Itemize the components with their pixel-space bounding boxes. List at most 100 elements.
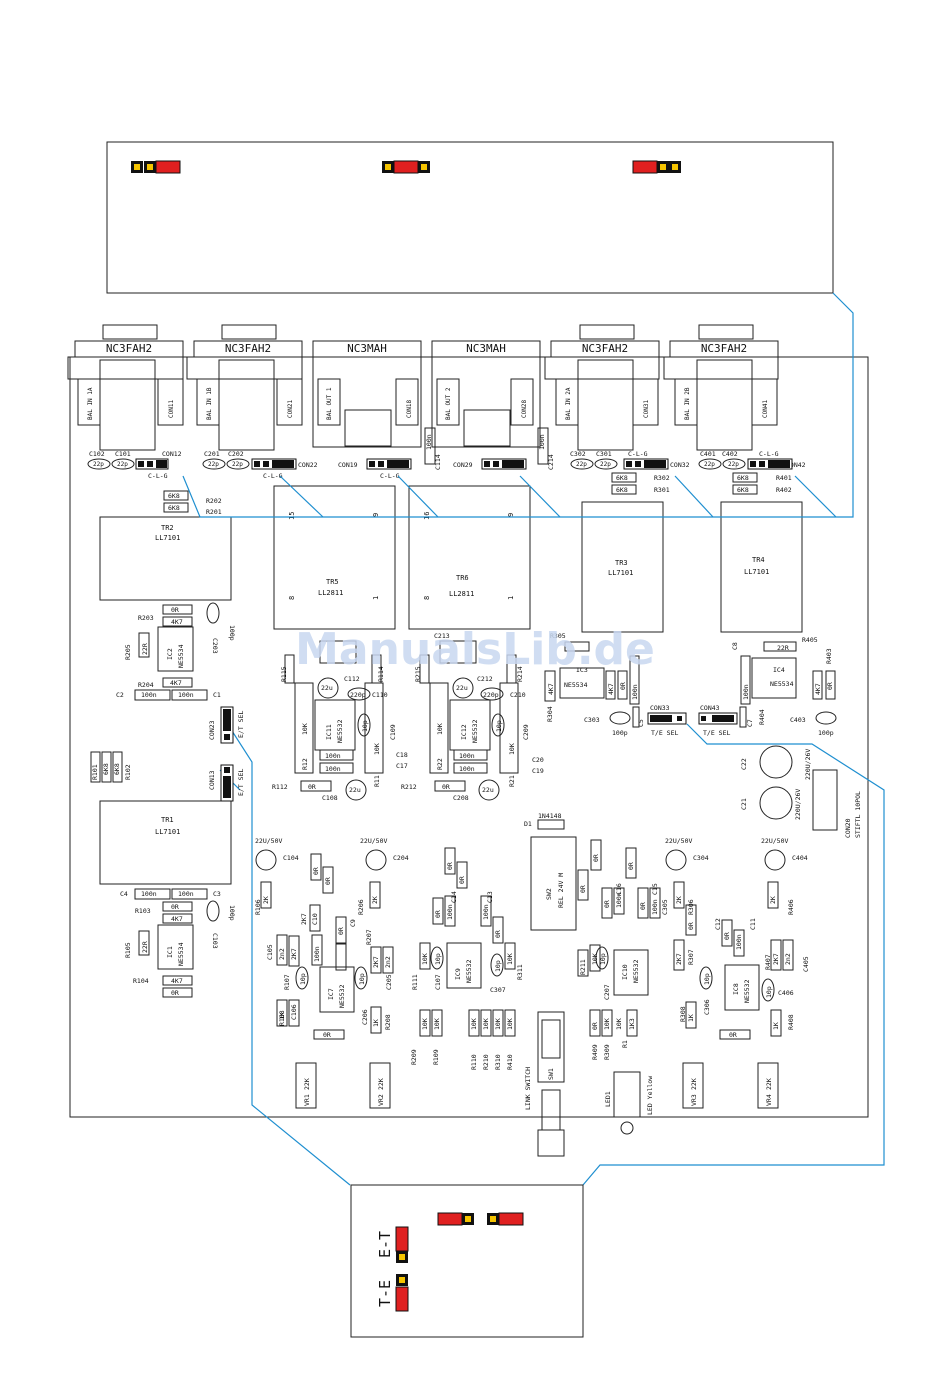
svg-text:6K8: 6K8	[616, 486, 628, 494]
svg-text:2n2: 2n2	[278, 948, 286, 960]
resistors-6k8	[163, 472, 758, 513]
svg-text:C7: C7	[746, 719, 754, 727]
svg-text:C110: C110	[372, 691, 388, 699]
svg-text:LED1: LED1	[604, 1091, 612, 1107]
svg-text:TR5: TR5	[326, 578, 339, 586]
svg-text:CON33: CON33	[650, 704, 670, 712]
svg-text:TR6: TR6	[456, 574, 469, 582]
svg-text:R203: R203	[138, 614, 154, 622]
svg-text:100n: 100n	[425, 434, 433, 450]
svg-text:C403: C403	[790, 716, 806, 724]
svg-text:NE5532: NE5532	[632, 959, 640, 983]
svg-text:22u: 22u	[456, 684, 468, 692]
svg-text:R310: R310	[494, 1054, 502, 1070]
svg-text:R215: R215	[414, 666, 422, 682]
svg-text:LL2811: LL2811	[449, 590, 474, 598]
svg-text:C213: C213	[434, 632, 450, 640]
svg-text:220p: 220p	[483, 691, 499, 699]
svg-text:NE5532: NE5532	[336, 719, 344, 743]
svg-text:C21: C21	[740, 798, 748, 810]
svg-text:R401: R401	[776, 474, 792, 482]
svg-text:D1: D1	[524, 820, 532, 828]
svg-text:CON23: CON23	[208, 720, 216, 740]
svg-text:C207: C207	[603, 984, 611, 1000]
svg-text:10p: 10p	[299, 973, 307, 985]
svg-text:R207: R207	[365, 929, 373, 945]
svg-text:10K: 10K	[470, 1018, 478, 1030]
svg-text:22U/50V: 22U/50V	[761, 837, 788, 845]
svg-text:R308: R308	[679, 1006, 687, 1022]
svg-text:10p: 10p	[494, 960, 502, 972]
svg-text:6K8: 6K8	[168, 504, 180, 512]
svg-text:C12: C12	[714, 918, 722, 930]
jumper-bottom-row	[437, 1212, 524, 1226]
svg-text:0R: 0R	[171, 989, 179, 997]
svg-text:C-L-G: C-L-G	[380, 472, 400, 480]
svg-text:0R: 0R	[619, 682, 627, 690]
svg-text:C8: C8	[731, 642, 739, 650]
svg-text:R305: R305	[550, 632, 566, 640]
svg-text:R210: R210	[482, 1054, 490, 1070]
header-jumpers	[135, 458, 793, 470]
svg-text:R111: R111	[411, 974, 419, 990]
svg-text:R211: R211	[579, 959, 587, 975]
svg-text:C108: C108	[322, 794, 338, 802]
svg-text:4K7: 4K7	[814, 683, 822, 695]
label-con21: CON21	[287, 400, 294, 418]
left-section-parts	[90, 602, 220, 998]
svg-text:0R: 0R	[308, 783, 316, 791]
svg-text:VR3: VR3	[690, 1094, 698, 1106]
svg-text:C304: C304	[693, 854, 709, 862]
mid-upper-labels: R115 R114 R215 R214 10K 10K 10K 10K R12 …	[272, 632, 544, 802]
svg-text:R311: R311	[516, 964, 524, 980]
svg-text:2n2: 2n2	[784, 953, 792, 965]
svg-text:C404: C404	[792, 854, 808, 862]
label-con18: CON18	[406, 400, 413, 418]
svg-text:10K: 10K	[506, 953, 514, 965]
svg-text:R114: R114	[377, 666, 385, 682]
svg-text:0R: 0R	[723, 932, 731, 940]
svg-text:220U/26V: 220U/26V	[794, 789, 802, 820]
svg-text:2K: 2K	[675, 896, 683, 904]
svg-text:100n: 100n	[459, 752, 475, 760]
legend-te-label: T-E	[376, 1280, 394, 1307]
right-upper-parts	[544, 641, 838, 831]
svg-text:C13: C13	[486, 891, 494, 903]
svg-text:R107: R107	[283, 974, 291, 990]
svg-text:IC1: IC1	[166, 946, 174, 958]
svg-text:R304: R304	[546, 706, 554, 722]
svg-text:C103: C103	[211, 933, 219, 949]
svg-text:R102: R102	[124, 764, 132, 780]
svg-text:VR1: VR1	[303, 1094, 311, 1106]
svg-text:0R: 0R	[323, 1031, 331, 1039]
svg-text:9: 9	[507, 513, 515, 517]
svg-text:R22: R22	[436, 758, 444, 770]
svg-text:R103: R103	[135, 907, 151, 915]
svg-text:NE5532: NE5532	[338, 984, 346, 1008]
svg-text:22K: 22K	[690, 1078, 698, 1090]
svg-text:C305: C305	[661, 899, 669, 915]
svg-text:R409: R409	[591, 1044, 599, 1060]
svg-text:1K: 1K	[372, 1019, 380, 1027]
svg-text:10K: 10K	[508, 743, 516, 755]
svg-text:2K: 2K	[371, 896, 379, 904]
svg-text:C406: C406	[778, 989, 794, 997]
svg-text:R12: R12	[301, 758, 309, 770]
callout-traces	[182, 292, 885, 1186]
svg-text:R410: R410	[506, 1054, 514, 1070]
svg-text:IC12: IC12	[460, 724, 468, 740]
svg-text:C106: C106	[290, 1004, 298, 1020]
svg-text:R406: R406	[787, 899, 795, 915]
svg-text:0R: 0R	[826, 682, 834, 690]
svg-text:R1: R1	[621, 1040, 629, 1048]
header-row: C102 C101 CON12 C201 C202 CON22 CON19 CO…	[89, 434, 806, 480]
svg-text:C4: C4	[120, 890, 128, 898]
svg-text:C405: C405	[802, 956, 810, 972]
svg-text:C9: C9	[349, 919, 357, 927]
svg-text:100n: 100n	[178, 890, 194, 898]
jumper-et	[395, 1226, 409, 1263]
svg-text:100n: 100n	[538, 434, 546, 450]
